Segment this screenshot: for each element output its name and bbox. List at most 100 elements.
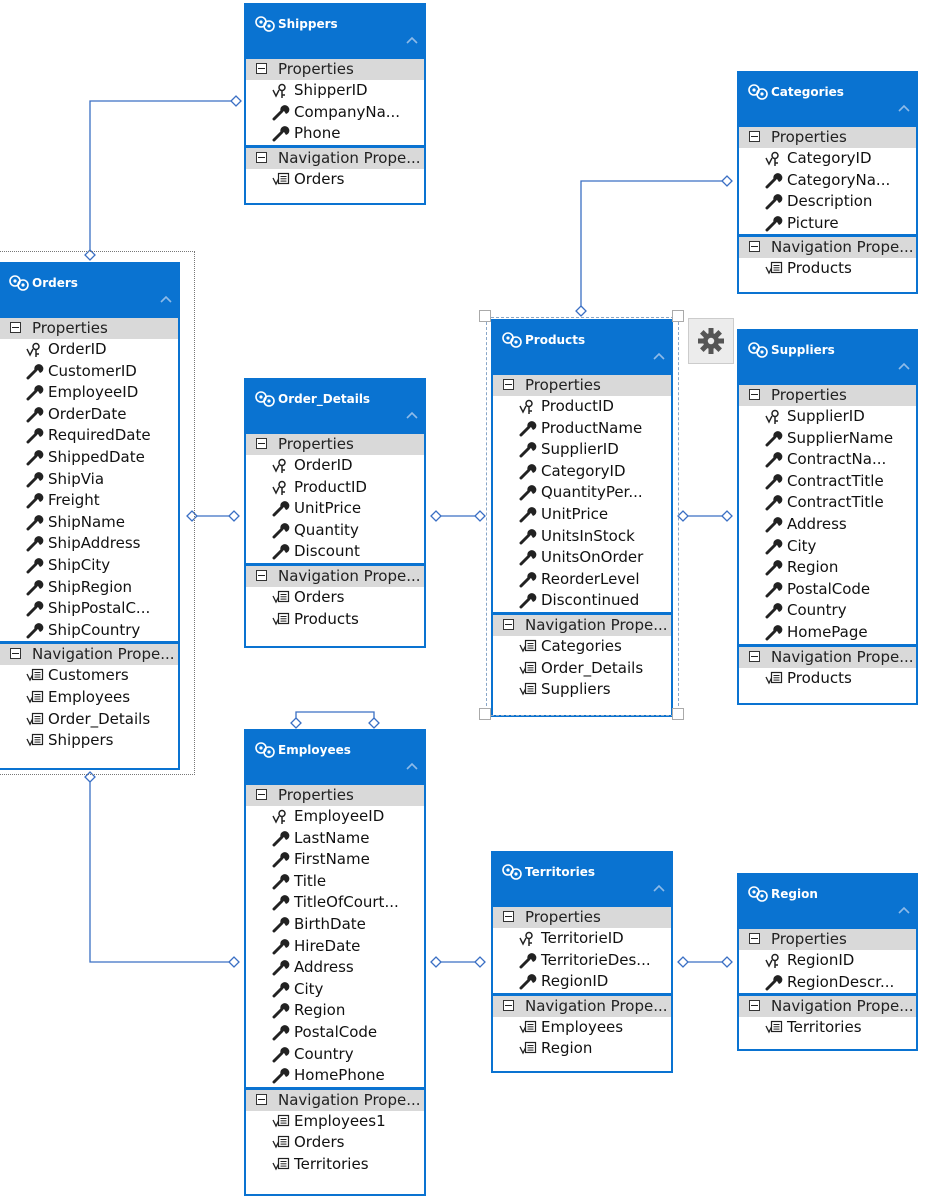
property-shipname[interactable]: ShipName [0,512,178,534]
nav-territories[interactable]: Territories [739,1017,916,1039]
property-unitsinstock[interactable]: UnitsInStock [493,526,671,548]
collapse-chevron-icon[interactable] [653,877,665,896]
collapse-chevron-icon[interactable] [653,345,665,364]
property-contracttitle[interactable]: ContractTitle [739,471,916,493]
property-region[interactable]: Region [739,557,916,579]
navigation-section-header[interactable]: Navigation Prope... [493,611,671,636]
nav-orders[interactable]: Orders [246,587,424,609]
property-shippeddate[interactable]: ShippedDate [0,447,178,469]
collapse-chevron-icon[interactable] [898,355,910,374]
collapse-minus-icon[interactable] [256,151,267,163]
property-territorieid[interactable]: TerritorieID [493,928,671,950]
property-region[interactable]: Region [246,1000,424,1022]
property-title[interactable]: Title [246,871,424,893]
properties-section-header[interactable]: Properties [739,929,916,950]
entity-header[interactable]: Suppliers [739,331,916,385]
property-orderid[interactable]: OrderID [246,455,424,477]
property-picture[interactable]: Picture [739,213,916,235]
navigation-section-header[interactable]: Navigation Prope... [739,234,916,259]
nav-employees1[interactable]: Employees1 [246,1111,424,1133]
collapse-minus-icon[interactable] [256,438,267,449]
nav-region[interactable]: Region [493,1038,671,1060]
property-phone[interactable]: Phone [246,123,424,145]
property-discontinued[interactable]: Discontinued [493,590,671,612]
nav-products[interactable]: Products [739,258,916,280]
collapse-chevron-icon[interactable] [406,755,418,774]
entity-header[interactable]: Shippers [246,5,424,59]
property-productname[interactable]: ProductName [493,418,671,440]
nav-orders[interactable]: Orders [246,1132,424,1154]
properties-section-header[interactable]: Properties [0,318,178,339]
resize-handle-top-right[interactable] [672,310,684,322]
property-birthdate[interactable]: BirthDate [246,914,424,936]
navigation-section-header[interactable]: Navigation Prope... [493,992,671,1017]
property-employeeid[interactable]: EmployeeID [0,382,178,404]
property-unitprice[interactable]: UnitPrice [246,498,424,520]
property-homephone[interactable]: HomePhone [246,1065,424,1087]
nav-order-details[interactable]: Order_Details [493,658,671,680]
nav-products[interactable]: Products [739,668,916,690]
collapse-minus-icon[interactable] [749,933,760,944]
nav-suppliers[interactable]: Suppliers [493,679,671,701]
collapse-minus-icon[interactable] [256,569,267,581]
entity-header[interactable]: Orders [0,264,178,318]
navigation-section-header[interactable]: Navigation Prope... [246,1086,424,1111]
property-homepage[interactable]: HomePage [739,622,916,644]
properties-section-header[interactable]: Properties [739,127,916,148]
property-supplierid[interactable]: SupplierID [739,406,916,428]
entity-header[interactable]: Categories [739,73,916,127]
collapse-minus-icon[interactable] [749,1000,760,1012]
settings-gear-button[interactable] [688,318,734,364]
navigation-section-header[interactable]: Navigation Prope... [739,643,916,668]
nav-products[interactable]: Products [246,609,424,631]
property-address[interactable]: Address [739,514,916,536]
properties-section-header[interactable]: Properties [739,385,916,406]
collapse-minus-icon[interactable] [503,911,514,922]
property-regionid[interactable]: RegionID [493,971,671,993]
properties-section-header[interactable]: Properties [246,434,424,455]
property-requireddate[interactable]: RequiredDate [0,425,178,447]
navigation-section-header[interactable]: Navigation Prope... [739,993,916,1018]
collapse-chevron-icon[interactable] [406,404,418,423]
collapse-minus-icon[interactable] [503,379,514,390]
property-shipperid[interactable]: ShipperID [246,80,424,102]
collapse-chevron-icon[interactable] [406,29,418,48]
nav-employees[interactable]: Employees [493,1017,671,1039]
property-hiredate[interactable]: HireDate [246,936,424,958]
property-quantityper[interactable]: QuantityPer... [493,482,671,504]
property-employeeid[interactable]: EmployeeID [246,806,424,828]
property-reorderlevel[interactable]: ReorderLevel [493,569,671,591]
entity-header[interactable]: Products [493,321,671,375]
resize-handle-bottom-right[interactable] [672,708,684,720]
navigation-section-header[interactable]: Navigation Prope... [246,144,424,169]
collapse-chevron-icon[interactable] [160,288,172,307]
entity-header[interactable]: Territories [493,853,671,907]
collapse-minus-icon[interactable] [749,389,760,400]
collapse-chevron-icon[interactable] [898,899,910,918]
nav-orders[interactable]: Orders [246,169,424,191]
property-discount[interactable]: Discount [246,541,424,563]
collapse-minus-icon[interactable] [10,322,21,333]
collapse-minus-icon[interactable] [749,241,760,253]
property-contractna[interactable]: ContractNa... [739,449,916,471]
entity-header[interactable]: Order_Details [246,380,424,434]
property-orderid[interactable]: OrderID [0,339,178,361]
properties-section-header[interactable]: Properties [493,375,671,396]
properties-section-header[interactable]: Properties [246,785,424,806]
collapse-minus-icon[interactable] [10,648,21,660]
property-description[interactable]: Description [739,191,916,213]
property-suppliername[interactable]: SupplierName [739,428,916,450]
resize-handle-top-left[interactable] [479,310,491,322]
property-supplierid[interactable]: SupplierID [493,439,671,461]
property-shipaddress[interactable]: ShipAddress [0,533,178,555]
collapse-minus-icon[interactable] [503,999,514,1011]
property-customerid[interactable]: CustomerID [0,361,178,383]
property-shipcity[interactable]: ShipCity [0,555,178,577]
property-productid[interactable]: ProductID [493,396,671,418]
